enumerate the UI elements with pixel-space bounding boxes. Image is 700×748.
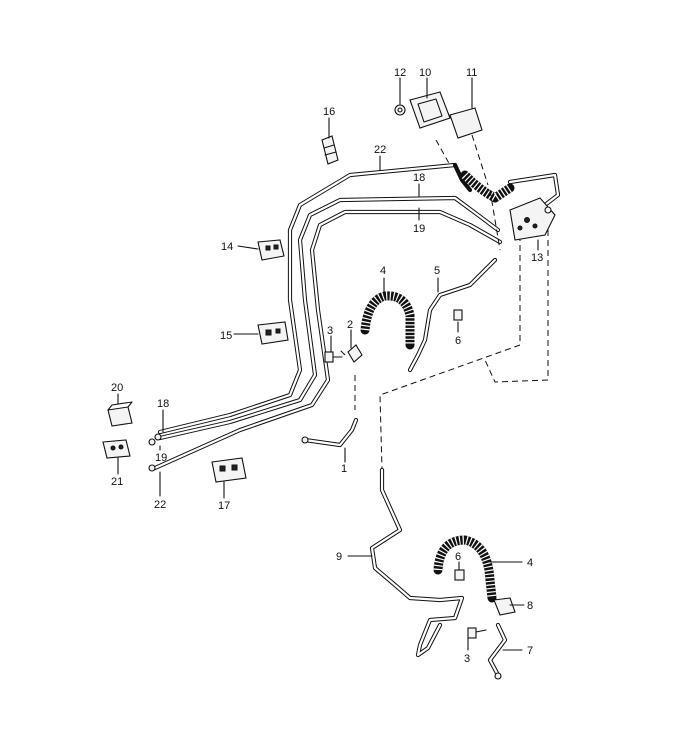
assembly-line-dash-6 [435,139,451,166]
label-4-bottom: 4 [527,557,533,569]
label-6-bottom: 6 [455,551,461,563]
label-22-top: 22 [374,144,386,156]
bolt-3-upper [324,351,343,363]
label-5: 5 [434,265,440,277]
fitting-22-end [148,464,156,472]
clip-6-lower [454,569,465,581]
label-11: 11 [466,67,477,79]
nut-12 [394,104,406,116]
label-1: 1 [341,463,347,475]
leader-lines [117,77,539,651]
label-20: 20 [111,382,123,394]
fitting-7-end [494,672,502,680]
bracket-2 [347,344,363,363]
bolt-3-lower [467,627,487,639]
label-12: 12 [394,67,406,79]
brake-line-22 [157,162,473,435]
label-18-left: 18 [157,398,169,410]
assembly-line-dash-7 [339,349,346,356]
label-22-left: 22 [154,499,166,511]
bracket-8 [493,597,516,616]
label-16: 16 [323,106,335,118]
brake-line-1 [302,417,359,448]
gasket-plate-11 [449,107,483,139]
assembly-line-dash-2 [379,215,521,471]
fitting-1-end [301,436,309,444]
label-4-top: 4 [380,265,386,277]
brake-hose-4-upper [360,291,415,350]
line-clip-14 [257,239,285,261]
label-7: 7 [527,645,533,657]
label-2: 2 [347,319,353,331]
brake-line-upper-right [507,172,561,208]
assembly-line-dash-5 [471,134,489,186]
clip-6-upper [453,309,463,321]
brake-line-5 [407,257,498,373]
label-17: 17 [218,500,230,512]
assembly-line-dash-4 [489,189,501,251]
pressure-valve-13 [509,197,556,241]
fitting-19-end [148,438,156,446]
brake-line-7 [487,622,508,678]
label-21: 21 [111,476,123,488]
label-15: 15 [220,330,232,342]
label-3-bottom: 3 [464,653,470,665]
cover-plate-10 [409,91,451,129]
block-21 [102,439,131,459]
label-18-top: 18 [413,172,425,184]
part-number-labels: 12 10 11 16 22 18 19 13 14 4 5 2 3 15 6 … [111,67,543,665]
label-19-top: 19 [413,223,425,235]
brake-hose-4-lower [433,535,497,603]
label-13: 13 [531,252,543,264]
brake-line-18 [157,195,501,441]
assembly-line-dash-3 [484,210,549,383]
block-20 [107,401,133,427]
fitting-18-end [154,433,162,441]
label-3-top: 3 [327,325,333,337]
label-19-left: 19 [155,452,167,464]
brake-line-19 [152,209,503,471]
line-clip-15 [257,321,289,345]
label-10: 10 [419,67,431,79]
label-9: 9 [336,551,342,563]
label-6-top: 6 [455,335,461,347]
label-8: 8 [527,600,533,612]
clip-16 [321,135,339,165]
label-14: 14 [221,241,233,253]
brake-line-9 [369,467,465,658]
clip-17 [211,457,247,483]
